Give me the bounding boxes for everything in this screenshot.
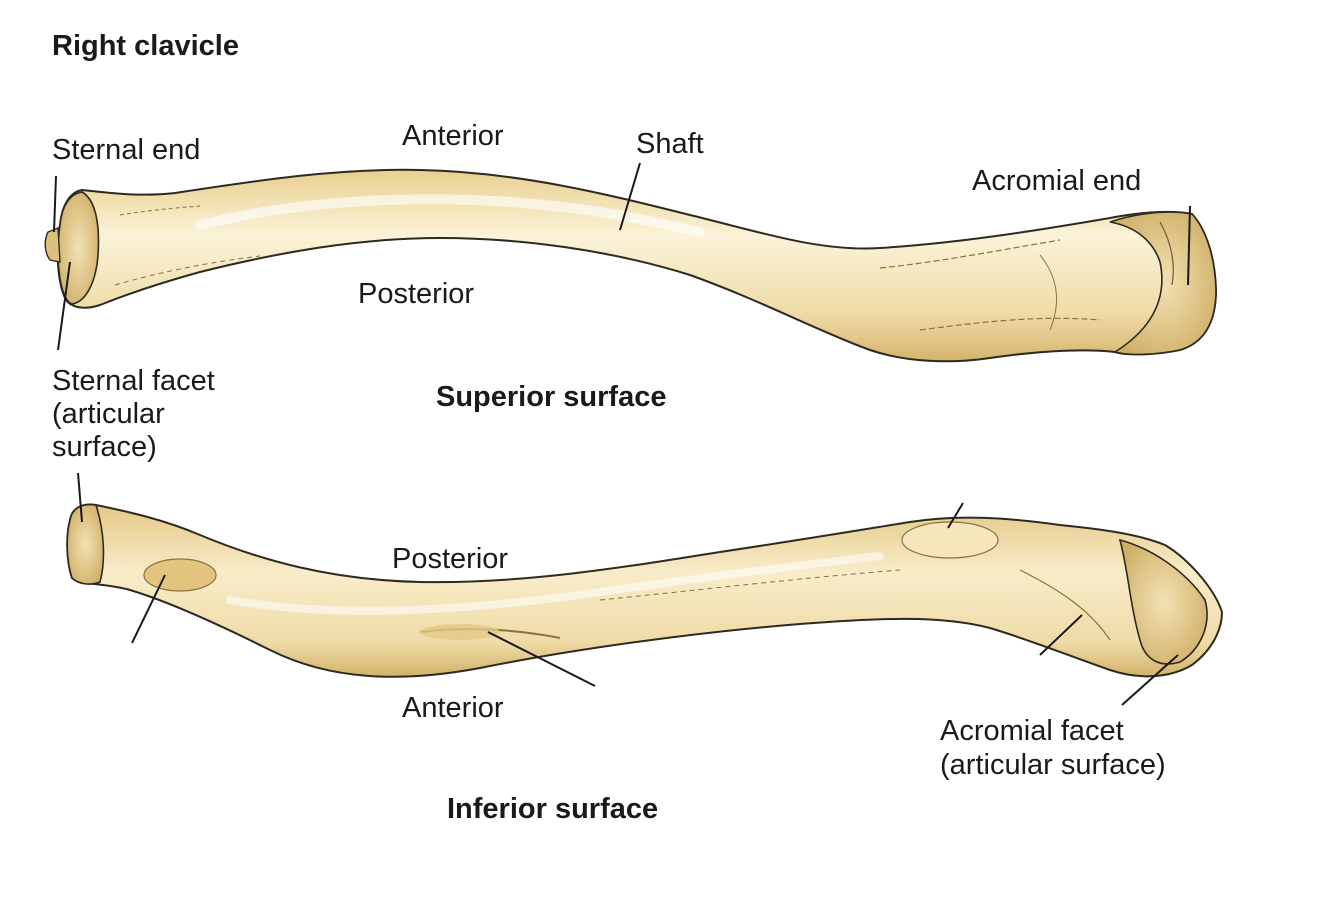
leader-sternal-end [54, 176, 56, 232]
label-sternal-end: Sternal end [52, 134, 200, 167]
label-sternal-facet-line1: Sternal facet [52, 365, 215, 398]
label-sternal-facet-line2: (articular [52, 398, 165, 431]
caption-superior-surface: Superior surface [436, 381, 666, 414]
label-shaft: Shaft [636, 128, 704, 161]
label-acromial-end: Acromial end [972, 165, 1141, 198]
superior-clavicle-bone [45, 170, 1216, 361]
label-acromial-facet-line1: Acromial facet [940, 715, 1124, 748]
label-posterior-inferior: Posterior [392, 543, 508, 576]
label-acromial-facet-line2: (articular surface) [940, 749, 1166, 782]
inferior-clavicle-bone [67, 505, 1222, 677]
label-sternal-facet-line3: surface) [52, 431, 157, 464]
label-posterior-superior: Posterior [358, 278, 474, 311]
diagram-title: Right clavicle [52, 30, 239, 63]
label-anterior-superior: Anterior [402, 120, 504, 153]
caption-inferior-surface: Inferior surface [447, 793, 658, 826]
label-anterior-inferior: Anterior [402, 692, 504, 725]
